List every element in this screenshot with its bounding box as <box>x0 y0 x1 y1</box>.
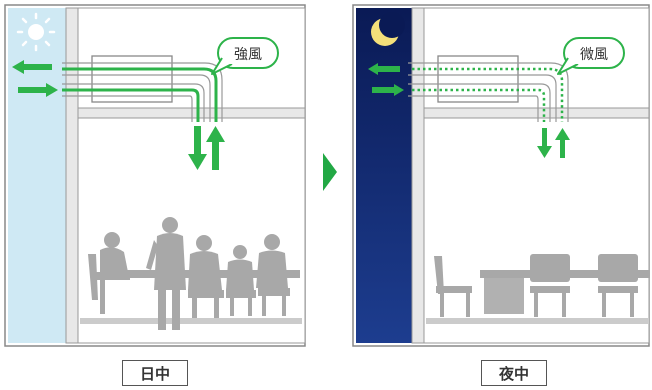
transition-arrow <box>323 153 337 191</box>
day-ventilator-unit <box>91 55 173 103</box>
night-ceiling-slab <box>423 107 650 119</box>
night-panel <box>352 4 650 347</box>
night-airflow-lines <box>412 67 564 122</box>
night-ventilator-unit <box>437 55 519 103</box>
day-wall <box>65 7 79 344</box>
day-room <box>77 117 306 344</box>
day-caption: 日中 <box>122 360 188 386</box>
day-outside-arrows <box>12 60 58 97</box>
moon-icon <box>371 12 405 46</box>
night-wind-bubble <box>557 37 625 75</box>
night-sky-window <box>356 8 412 343</box>
night-empty-furniture <box>426 254 650 324</box>
day-duct <box>62 62 223 122</box>
day-room-arrows <box>188 126 225 170</box>
night-wind-label: 微風 <box>580 47 608 63</box>
day-wind-label: 強風 <box>234 47 262 63</box>
night-wall <box>411 7 425 344</box>
night-caption: 夜中 <box>481 360 547 386</box>
day-panel <box>4 4 306 347</box>
sun-icon <box>16 12 56 52</box>
night-outside-arrows <box>368 63 404 96</box>
day-meeting-people <box>80 217 302 330</box>
day-sky-window <box>8 8 66 343</box>
night-room-arrows <box>537 128 570 158</box>
day-wind-bubble <box>211 37 279 75</box>
